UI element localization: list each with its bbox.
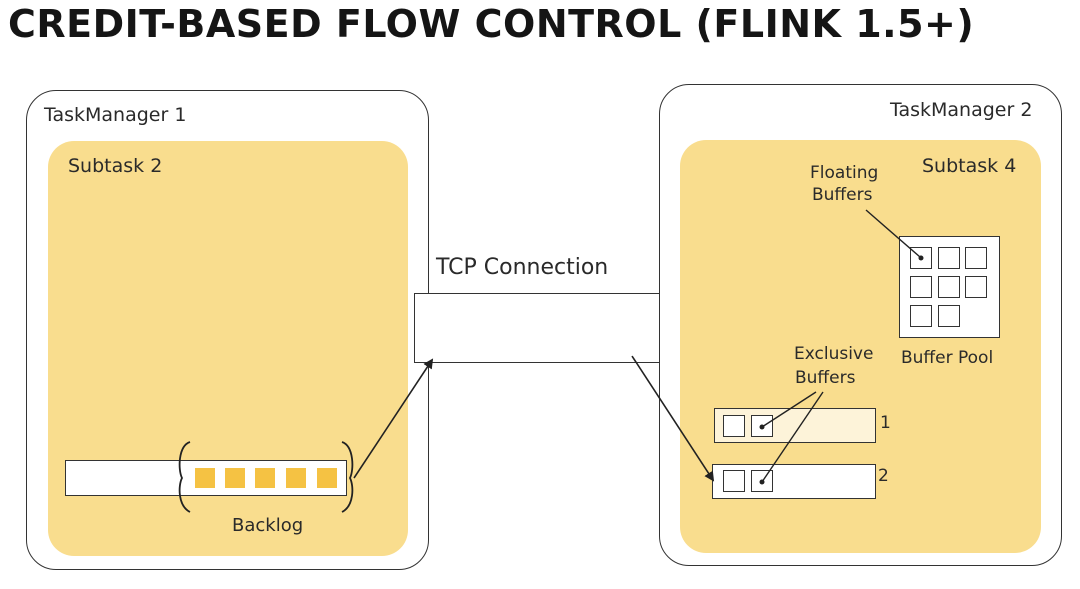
subtask-4-label: Subtask 4 <box>922 155 1017 177</box>
buffer-pool-slot <box>910 276 932 298</box>
buffer-pool-slot <box>938 276 960 298</box>
buffer-pool-label: Buffer Pool <box>901 348 994 368</box>
buffer-pool-slot <box>910 305 932 327</box>
subtask-2-label: Subtask 2 <box>68 155 163 177</box>
page-title: CREDIT-BASED FLOW CONTROL (FLINK 1.5+) <box>8 2 975 46</box>
exclusive-buffers-label-line2: Buffers <box>795 368 856 388</box>
buffer-pool-slot <box>938 247 960 269</box>
buffer-pool-slot <box>910 247 932 269</box>
backlog-buffer <box>286 468 306 488</box>
buffer-pool-slot <box>965 247 987 269</box>
backlog-buffer <box>317 468 337 488</box>
backlog-buffer <box>225 468 245 488</box>
input-channel-1-label: 1 <box>880 413 891 433</box>
backlog-buffer <box>195 468 215 488</box>
exclusive-buffer-slot <box>751 470 773 492</box>
exclusive-buffer-slot <box>723 470 745 492</box>
exclusive-buffers-label-line1: Exclusive <box>794 344 874 364</box>
exclusive-buffer-slot <box>723 415 745 437</box>
buffer-pool-slot <box>938 305 960 327</box>
tcp-connection-label: TCP Connection <box>436 255 609 280</box>
buffer-pool-slot <box>965 276 987 298</box>
tcp-connection-channel <box>414 293 675 363</box>
floating-buffers-label-line1: Floating <box>810 163 879 183</box>
backlog-label: Backlog <box>232 515 304 536</box>
input-channel-2-label: 2 <box>878 466 889 486</box>
taskmanager-2-label: TaskManager 2 <box>890 99 1033 121</box>
taskmanager-1-label: TaskManager 1 <box>44 104 187 126</box>
backlog-buffer <box>255 468 275 488</box>
floating-buffers-label-line2: Buffers <box>812 185 873 205</box>
exclusive-buffer-slot <box>751 415 773 437</box>
